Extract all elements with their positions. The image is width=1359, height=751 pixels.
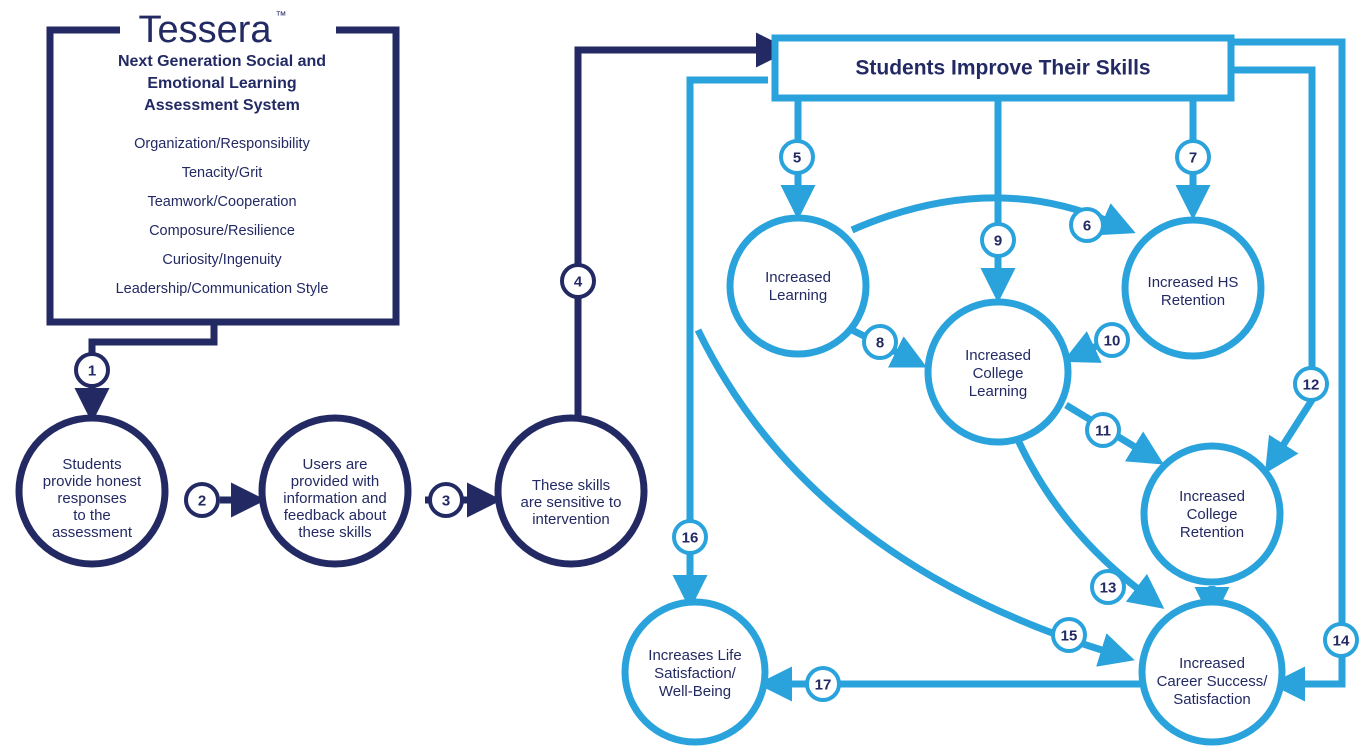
node-increased-learning: Increased Learning: [726, 214, 870, 358]
skill-leadership: Leadership/Communication Style: [116, 281, 329, 297]
step-badge-4: 4: [560, 263, 596, 299]
skill-tenacity: Tenacity/Grit: [182, 165, 263, 181]
arrow-15: [694, 328, 1135, 667]
arrow-4: [574, 32, 791, 420]
step-badge-16: 16: [672, 519, 708, 555]
node-career-success: Increased Career Success/ Satisfaction: [1138, 598, 1286, 746]
step-badge-15: 15: [1051, 617, 1087, 653]
brand-name: Tessera: [138, 9, 272, 51]
svg-text:10: 10: [1104, 333, 1121, 350]
step-badge-13: 13: [1090, 569, 1126, 605]
career-line-2: Career Success/: [1157, 673, 1269, 690]
system-title-line-3: Assessment System: [144, 97, 300, 114]
trademark-mark: ™: [276, 10, 287, 22]
college-learning-line-2: College: [973, 365, 1024, 382]
goal-box: Students Improve Their Skills: [771, 34, 1235, 102]
svg-text:3: 3: [442, 493, 450, 510]
step-badge-11: 11: [1085, 412, 1121, 448]
svg-text:5: 5: [793, 150, 801, 167]
career-line-1: Increased: [1179, 655, 1245, 672]
college-retention-line-2: College: [1187, 506, 1238, 523]
arrow-1: [74, 322, 218, 423]
honest-line-4: to the: [73, 507, 111, 524]
step-badge-5: 5: [779, 139, 815, 175]
svg-text:4: 4: [574, 274, 583, 291]
sensitive-line-2: are sensitive to: [521, 494, 622, 511]
step-badge-17: 17: [805, 666, 841, 702]
svg-text:11: 11: [1095, 423, 1111, 440]
feedback-line-4: feedback about: [284, 507, 387, 524]
svg-text:17: 17: [815, 677, 832, 694]
skill-composure: Composure/Resilience: [149, 223, 295, 239]
college-learning-line-1: Increased: [965, 347, 1031, 364]
system-title-line-1: Next Generation Social and: [118, 53, 326, 70]
arrow-13: [1014, 438, 1165, 609]
hs-retention-line-2: Retention: [1161, 292, 1225, 309]
svg-text:9: 9: [994, 233, 1002, 250]
node-increased-college-retention: Increased College Retention: [1140, 442, 1284, 586]
arrow-16: [672, 76, 768, 610]
feedback-line-1: Users are: [302, 456, 367, 473]
college-learning-line-3: Learning: [969, 383, 1027, 400]
feedback-line-2: provided with: [291, 473, 379, 490]
honest-line-2: provide honest: [43, 473, 142, 490]
college-retention-line-1: Increased: [1179, 488, 1245, 505]
svg-text:2: 2: [198, 493, 206, 510]
assessment-system-box: Tessera ™ Next Generation Social and Emo…: [46, 9, 400, 326]
feedback-line-5: these skills: [298, 524, 371, 541]
svg-text:16: 16: [682, 530, 699, 547]
life-line-3: Well-Being: [659, 683, 731, 700]
honest-line-5: assessment: [52, 524, 133, 541]
svg-text:14: 14: [1333, 633, 1350, 650]
node-sensitive: These skills are sensitive to interventi…: [494, 414, 648, 568]
node-increased-college-learning: Increased College Learning: [924, 298, 1072, 446]
step-badge-1: 1: [74, 352, 110, 388]
svg-text:7: 7: [1189, 150, 1197, 167]
step-badge-10: 10: [1094, 322, 1130, 358]
skill-organization: Organization/Responsibility: [134, 136, 310, 152]
step-badge-12: 12: [1293, 366, 1329, 402]
node-honest-responses: Students provide honest responses to the…: [15, 414, 169, 568]
feedback-line-3: information and: [283, 490, 386, 507]
learning-line-2: Learning: [769, 287, 827, 304]
learning-line-1: Increased: [765, 269, 831, 286]
step-badge-6: 6: [1069, 207, 1105, 243]
svg-text:15: 15: [1061, 628, 1078, 645]
system-title-line-2: Emotional Learning: [147, 75, 296, 92]
honest-line-1: Students: [62, 456, 121, 473]
arrow-12: [1232, 66, 1316, 474]
node-life-satisfaction: Increases Life Satisfaction/ Well-Being: [621, 598, 769, 746]
svg-text:1: 1: [88, 363, 96, 380]
career-line-3: Satisfaction: [1173, 691, 1251, 708]
svg-text:13: 13: [1100, 580, 1117, 597]
node-increased-hs-retention: Increased HS Retention: [1121, 216, 1265, 360]
hs-retention-line-1: Increased HS: [1148, 274, 1239, 291]
sensitive-line-1: These skills: [532, 477, 610, 494]
skill-curiosity: Curiosity/Ingenuity: [162, 252, 282, 268]
dark-connectors: [74, 32, 791, 518]
college-retention-line-3: Retention: [1180, 524, 1244, 541]
skill-teamwork: Teamwork/Cooperation: [147, 194, 296, 210]
step-badge-14: 14: [1323, 622, 1359, 658]
arrow-14: [1232, 38, 1346, 702]
svg-text:8: 8: [876, 335, 884, 352]
step-badge-7: 7: [1175, 139, 1211, 175]
step-badge-8: 8: [862, 324, 898, 360]
svg-text:6: 6: [1083, 218, 1091, 235]
sensitive-line-3: intervention: [532, 511, 610, 528]
life-line-2: Satisfaction/: [654, 665, 737, 682]
step-badge-3: 3: [428, 482, 464, 518]
goal-box-label: Students Improve Their Skills: [855, 57, 1150, 80]
honest-line-3: responses: [57, 490, 126, 507]
svg-text:12: 12: [1303, 377, 1320, 394]
step-badge-9: 9: [980, 222, 1016, 258]
step-badge-2: 2: [184, 482, 220, 518]
node-feedback: Users are provided with information and …: [258, 414, 412, 568]
life-line-1: Increases Life: [648, 647, 741, 664]
